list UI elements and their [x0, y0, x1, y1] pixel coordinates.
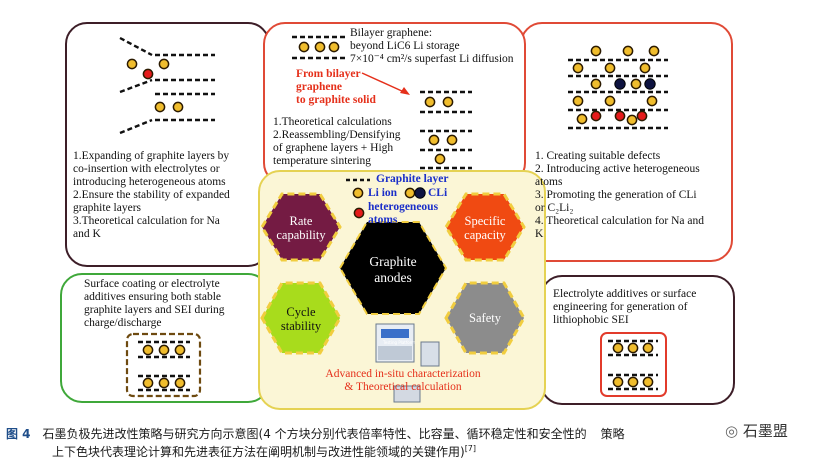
- top-left-list: 1.Expanding of graphite layers by co-ins…: [73, 150, 230, 240]
- watermark: ◎ 石墨盟: [722, 420, 791, 441]
- figure-number: 图 4: [6, 427, 31, 441]
- lithiophobic-sei-box: [600, 332, 667, 397]
- figure-caption-line1: 图 4 石墨负极先进改性策略与研究方向示意图(4 个方块分别代表倍率特性、比容量、…: [6, 425, 625, 442]
- legend-cli: CLi: [428, 187, 448, 199]
- bottom-left-list: Surface coating or electrolyte additives…: [84, 278, 225, 329]
- caption-text-2: 上下色块代表理论计算和先进表征方法在阐明机制与改进性能领域的关键作用): [52, 445, 465, 459]
- transition-arrow: [361, 72, 405, 93]
- bilayer-to-graphite-label: From bilayer graphene to graphite solid: [296, 68, 376, 106]
- safety-hexagon: [444, 281, 526, 355]
- rate-capability-hexagon: [260, 192, 342, 262]
- figure-caption-line2: 上下色块代表理论计算和先进表征方法在阐明机制与改进性能领域的关键作用)[7]: [52, 443, 476, 460]
- caption-ref: [7]: [464, 444, 477, 453]
- bottom-right-list: Electrolyte additives or surface enginee…: [553, 288, 697, 326]
- bilayer-title: Bilayer graphene: beyond LiC6 Li storage…: [350, 27, 514, 65]
- testing-platform-label: Testing Platform: [383, 340, 416, 345]
- caption-tail: 策略: [600, 427, 625, 441]
- legend-li-ion: Li ion: [368, 187, 398, 199]
- safety-label: Safety: [469, 311, 501, 325]
- expanded-layers-illustration: [119, 36, 215, 135]
- legend-graphite-layer: Graphite layer: [376, 173, 449, 185]
- advanced-characterization-label: Advanced in-situ characterization & Theo…: [325, 368, 481, 393]
- wechat-icon: ◎: [725, 422, 739, 440]
- legend-heterogeneous-atoms: heterogeneous atoms: [368, 201, 439, 226]
- graphite-anodes-hexagon: [338, 221, 448, 315]
- top-middle-list: 1.Theoretical calculations 2.Reassemblin…: [273, 116, 401, 167]
- testing-platform-icon: [375, 323, 440, 403]
- specific-capacity-hexagon: [444, 192, 526, 262]
- caption-text-1: 石墨负极先进改性策略与研究方向示意图(4 个方块分别代表倍率特性、比容量、循环稳…: [42, 427, 587, 441]
- cycle-stability-hexagon: [260, 281, 342, 355]
- watermark-text: 石墨盟: [742, 422, 788, 440]
- top-right-list: 1. Creating suitable defects 2. Introduc…: [535, 150, 705, 240]
- coated-layers-box: [125, 332, 202, 398]
